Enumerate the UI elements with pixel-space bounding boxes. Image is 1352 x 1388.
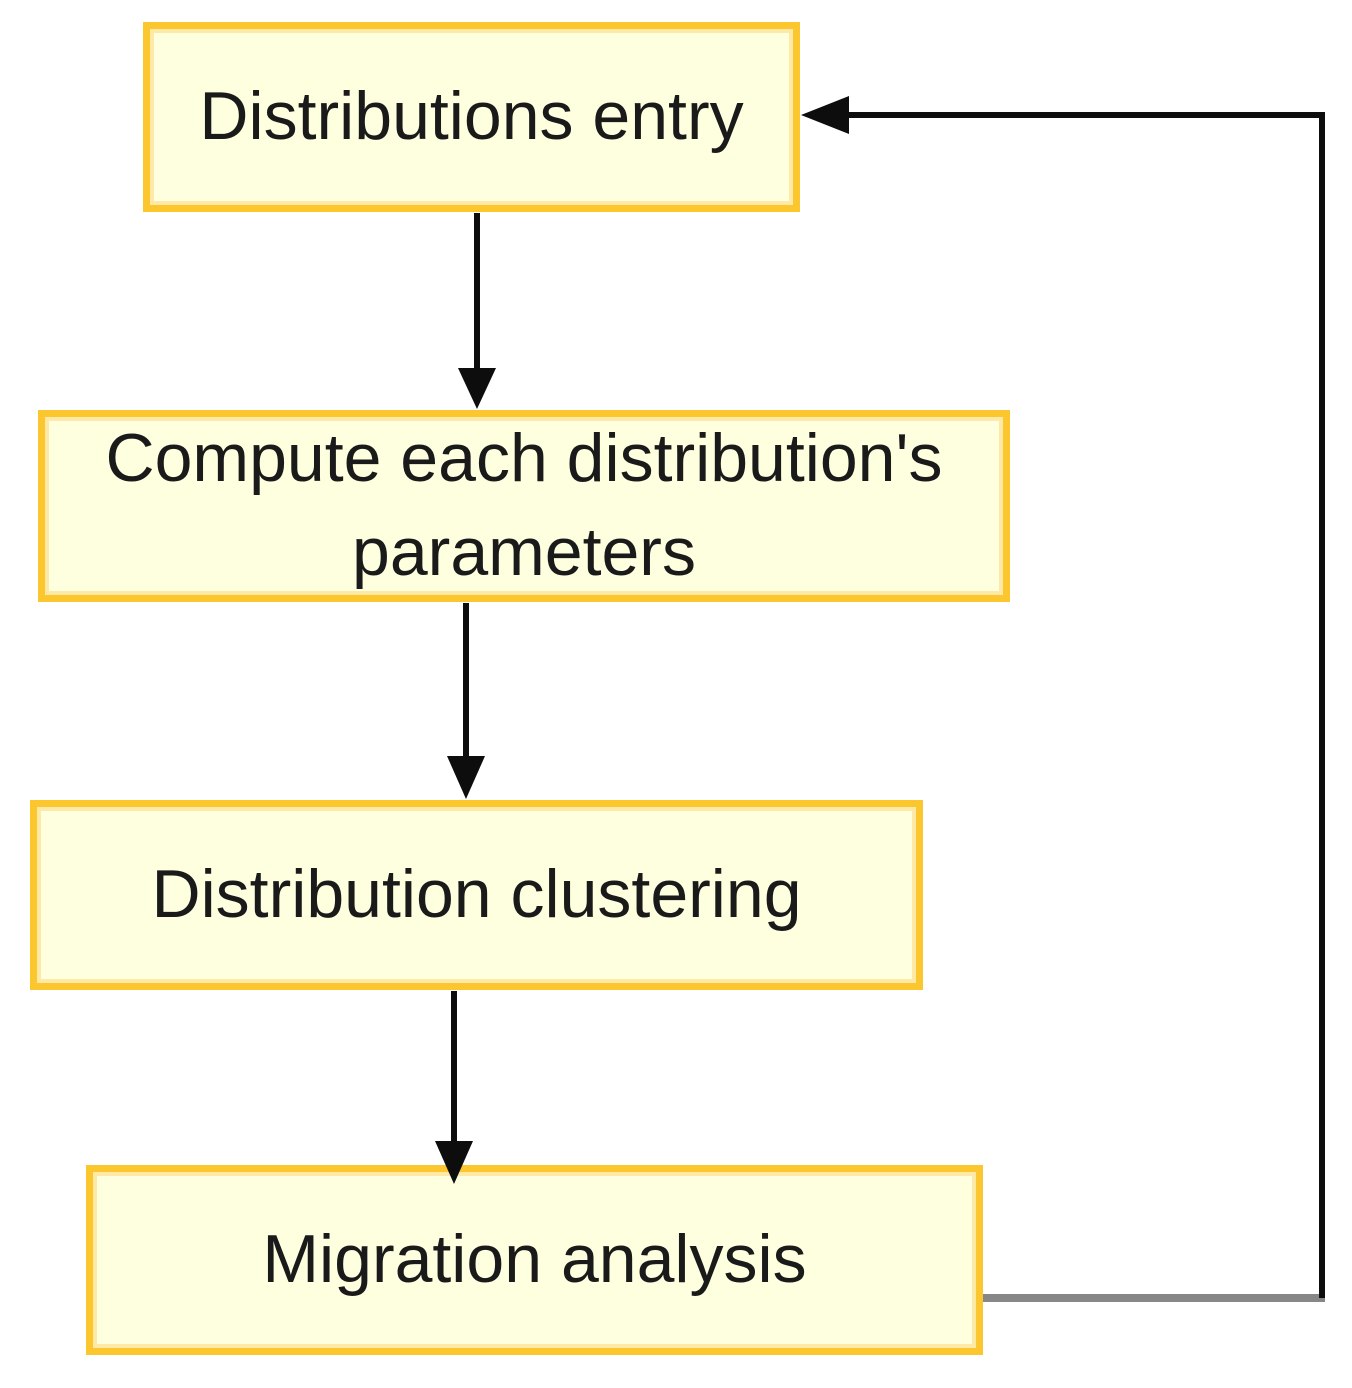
node-migration-analysis: Migration analysis: [86, 1165, 983, 1355]
node-migration-analysis-label: Migration analysis: [262, 1221, 807, 1298]
feedback-right-and-top-segment: [849, 112, 1325, 1298]
arrowhead-down-icon: [458, 368, 496, 409]
arrowhead-left-icon: [801, 96, 849, 134]
node-distribution-clustering-label: Distribution clustering: [151, 856, 802, 933]
edge-migration-to-entry-feedback: [801, 96, 1325, 1302]
arrowhead-down-icon: [447, 756, 485, 799]
node-distribution-clustering: Distribution clustering: [30, 800, 923, 990]
edge-entry-to-params: [458, 213, 496, 409]
node-distributions-entry: Distributions entry: [143, 22, 800, 212]
edge-clustering-to-migration: [435, 991, 473, 1184]
edge-params-to-clustering: [447, 603, 485, 799]
node-distributions-entry-label: Distributions entry: [199, 78, 744, 155]
node-compute-parameters: Compute each distribution's parameters: [38, 410, 1010, 602]
node-compute-parameters-label: Compute each distribution's parameters: [105, 420, 943, 590]
